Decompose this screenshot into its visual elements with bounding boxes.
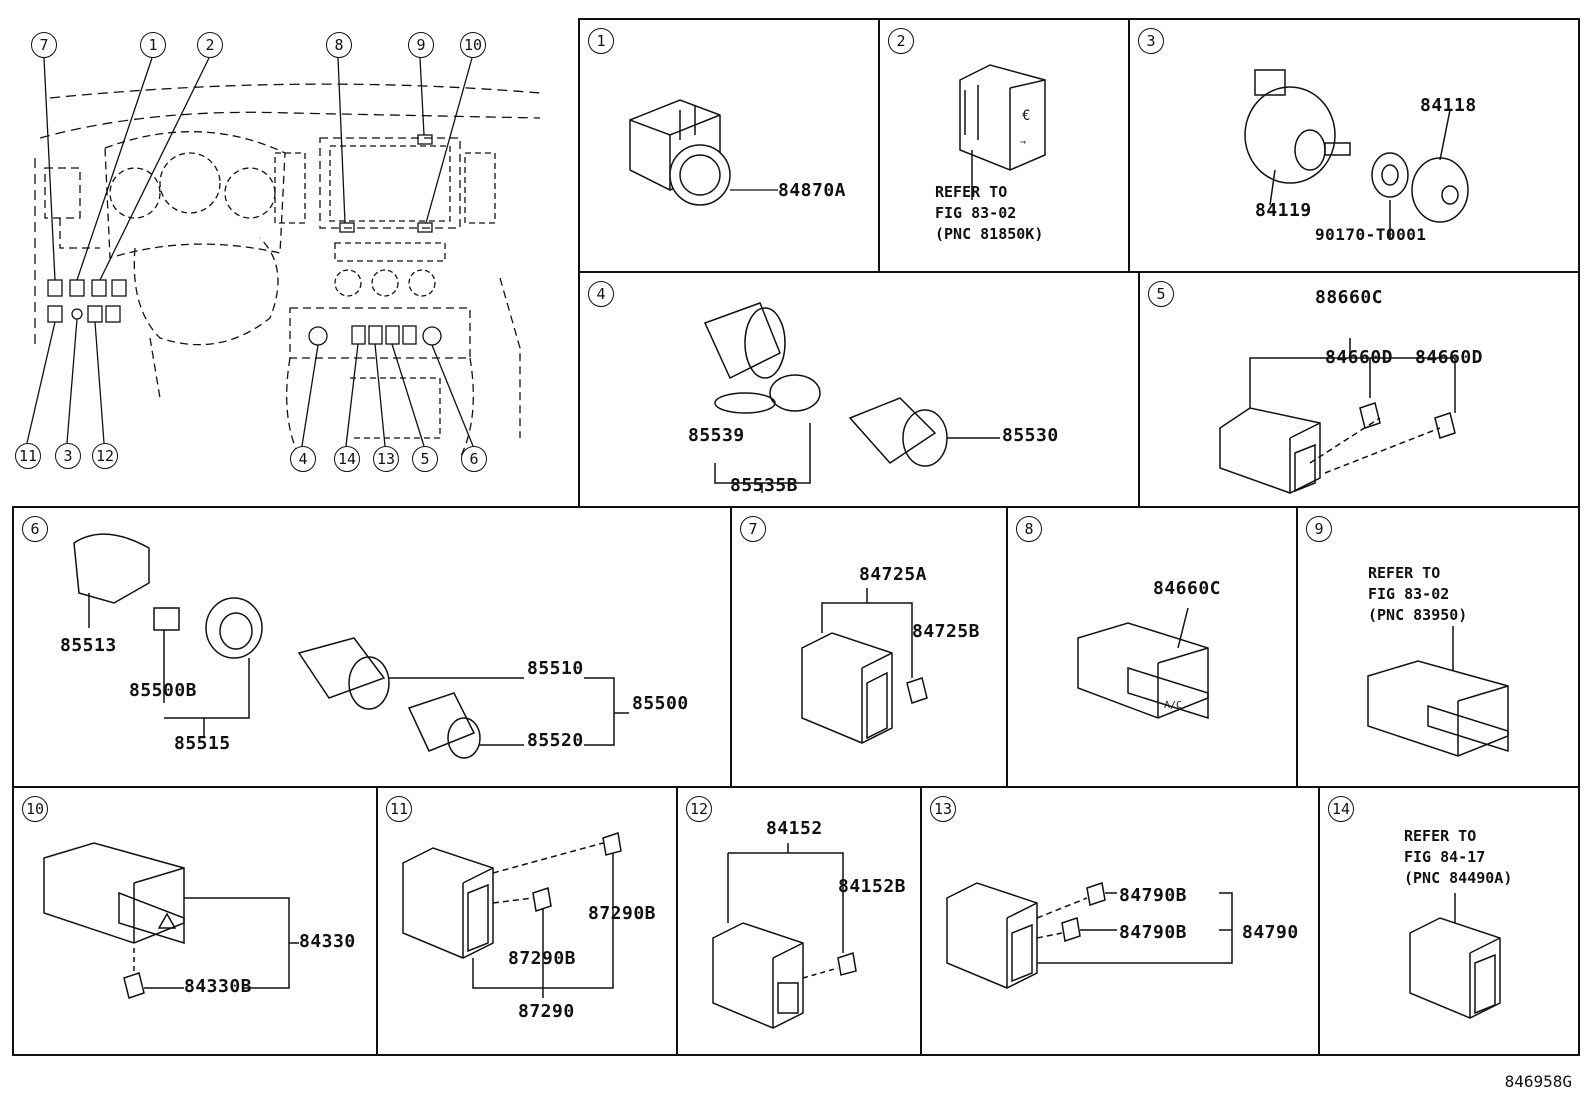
part-90170-T0001[interactable]: 90170-T0001 <box>1315 225 1427 244</box>
part-84660D-1[interactable]: 84660D <box>1325 347 1394 368</box>
callout-2[interactable]: 2 <box>197 32 223 58</box>
part-87290B-1[interactable]: 87290B <box>588 903 657 924</box>
svg-text:A/C: A/C <box>1164 700 1182 711</box>
refer-note: REFER TO FIG 83-02 (PNC 81850K) <box>935 183 1044 243</box>
panel-9: 9 REFER TO FIG 83-02 (PNC 83950) <box>1296 506 1580 788</box>
part-87290B-2[interactable]: 87290B <box>508 948 577 969</box>
part-85530[interactable]: 85530 <box>1002 425 1059 446</box>
part-84725A[interactable]: 84725A <box>859 564 928 585</box>
figure-code: 846958G <box>1504 1072 1572 1091</box>
ac-switch-drawing: A/C <box>1077 607 1209 720</box>
part-84660C[interactable]: 84660C <box>1153 578 1222 599</box>
refer-note: REFER TO FIG 84-17 (PNC 84490A) <box>1404 827 1513 887</box>
socket-drawing <box>703 302 1000 493</box>
panel-2: 2 € ⇒ REFER TO FIG 83-02 (PNC 81850K) <box>878 18 1130 273</box>
panel-4: 4 85539 85530 85535B <box>578 271 1140 508</box>
panel-number: 5 <box>1148 281 1174 307</box>
refer-note: REFER TO FIG 83-02 (PNC 83950) <box>1368 564 1468 624</box>
panel-number: 2 <box>888 28 914 54</box>
part-84870A[interactable]: 84870A <box>778 180 847 201</box>
cigarette-lighter-drawing <box>73 533 629 759</box>
panel-number: 9 <box>1306 516 1332 542</box>
part-85535B[interactable]: 85535B <box>730 475 799 496</box>
rear-cool-switch-drawing <box>1219 338 1456 494</box>
part-84790B-2[interactable]: 84790B <box>1119 922 1188 943</box>
panel-11: 11 87290B 87290B 87290 <box>376 786 678 1056</box>
part-84660D-2[interactable]: 84660D <box>1415 347 1484 368</box>
part-85500B[interactable]: 85500B <box>129 680 198 701</box>
part-drawing-84870A <box>629 99 731 206</box>
switch-drawing <box>946 882 1233 989</box>
panel-8: 8 A/C 84660C <box>1006 506 1298 788</box>
panel-number: 4 <box>588 281 614 307</box>
callout-9[interactable]: 9 <box>408 32 434 58</box>
part-88660C[interactable]: 88660C <box>1315 287 1384 308</box>
callout-6[interactable]: 6 <box>461 446 487 472</box>
panel-10: 10 84330 84330B <box>12 786 378 1056</box>
callout-10[interactable]: 10 <box>460 32 486 58</box>
part-84790B-1[interactable]: 84790B <box>1119 885 1188 906</box>
callout-7[interactable]: 7 <box>31 32 57 58</box>
callout-13[interactable]: 13 <box>373 446 399 472</box>
panel-number: 11 <box>386 796 412 822</box>
panel-14: 14 REFER TO FIG 84-17 (PNC 84490A) <box>1318 786 1580 1056</box>
part-84152[interactable]: 84152 <box>766 818 823 839</box>
part-84790[interactable]: 84790 <box>1242 922 1299 943</box>
callout-12[interactable]: 12 <box>92 443 118 469</box>
part-85513[interactable]: 85513 <box>60 635 117 656</box>
part-84330B[interactable]: 84330B <box>184 976 253 997</box>
panel-number: 14 <box>1328 796 1354 822</box>
svg-text:⇒: ⇒ <box>1020 137 1026 148</box>
panel-number: 6 <box>22 516 48 542</box>
part-84118[interactable]: 84118 <box>1420 95 1477 116</box>
leader <box>730 189 778 191</box>
panel-13: 13 84790B 84790B 84790 <box>920 786 1320 1056</box>
panel-number: 7 <box>740 516 766 542</box>
panel-1: 1 84870A <box>578 18 880 273</box>
svg-text:€: € <box>1022 108 1030 124</box>
callout-14[interactable]: 14 <box>334 446 360 472</box>
dashboard-drawing <box>26 57 541 459</box>
switch-drawing <box>1409 893 1501 1019</box>
part-84152B[interactable]: 84152B <box>838 876 907 897</box>
part-87290[interactable]: 87290 <box>518 1001 575 1022</box>
panel-5: 5 88660C 84660D 84660D <box>1138 271 1580 508</box>
knob-drawing <box>1244 69 1469 240</box>
part-84119[interactable]: 84119 <box>1255 200 1312 221</box>
switch-drawing <box>801 588 928 744</box>
part-85515[interactable]: 85515 <box>174 733 231 754</box>
panel-6: 6 85513 85500B 85515 85510 85500 85520 <box>12 506 732 788</box>
callout-5[interactable]: 5 <box>412 446 438 472</box>
panel-7: 7 84725A 84725B <box>730 506 1008 788</box>
panel-number: 8 <box>1016 516 1042 542</box>
part-85520[interactable]: 85520 <box>527 730 584 751</box>
callout-1[interactable]: 1 <box>140 32 166 58</box>
hazard-switch-drawing <box>43 842 299 999</box>
callout-8[interactable]: 8 <box>326 32 352 58</box>
panel-3: 3 84118 84119 90170-T0001 <box>1128 18 1580 273</box>
panel-number: 10 <box>22 796 48 822</box>
panel-number: 13 <box>930 796 956 822</box>
part-85500[interactable]: 85500 <box>632 693 689 714</box>
overview-dashboard: 7 1 2 8 9 10 11 3 12 4 14 13 5 6 <box>0 18 568 498</box>
callout-11[interactable]: 11 <box>15 443 41 469</box>
panel-number: 3 <box>1138 28 1164 54</box>
switch-drawing: € ⇒ <box>959 64 1046 200</box>
callout-3[interactable]: 3 <box>55 443 81 469</box>
seat-heater-switch-drawing <box>402 832 622 998</box>
dimmer-switch-drawing <box>712 843 857 1029</box>
part-84725B[interactable]: 84725B <box>912 621 981 642</box>
panel-number: 1 <box>588 28 614 54</box>
callout-4[interactable]: 4 <box>290 446 316 472</box>
part-85539[interactable]: 85539 <box>688 425 745 446</box>
panel-12: 12 84152 84152B <box>676 786 922 1056</box>
panel-number: 12 <box>686 796 712 822</box>
part-84330[interactable]: 84330 <box>299 931 356 952</box>
switch-drawing <box>1367 626 1509 757</box>
part-85510[interactable]: 85510 <box>527 658 584 679</box>
